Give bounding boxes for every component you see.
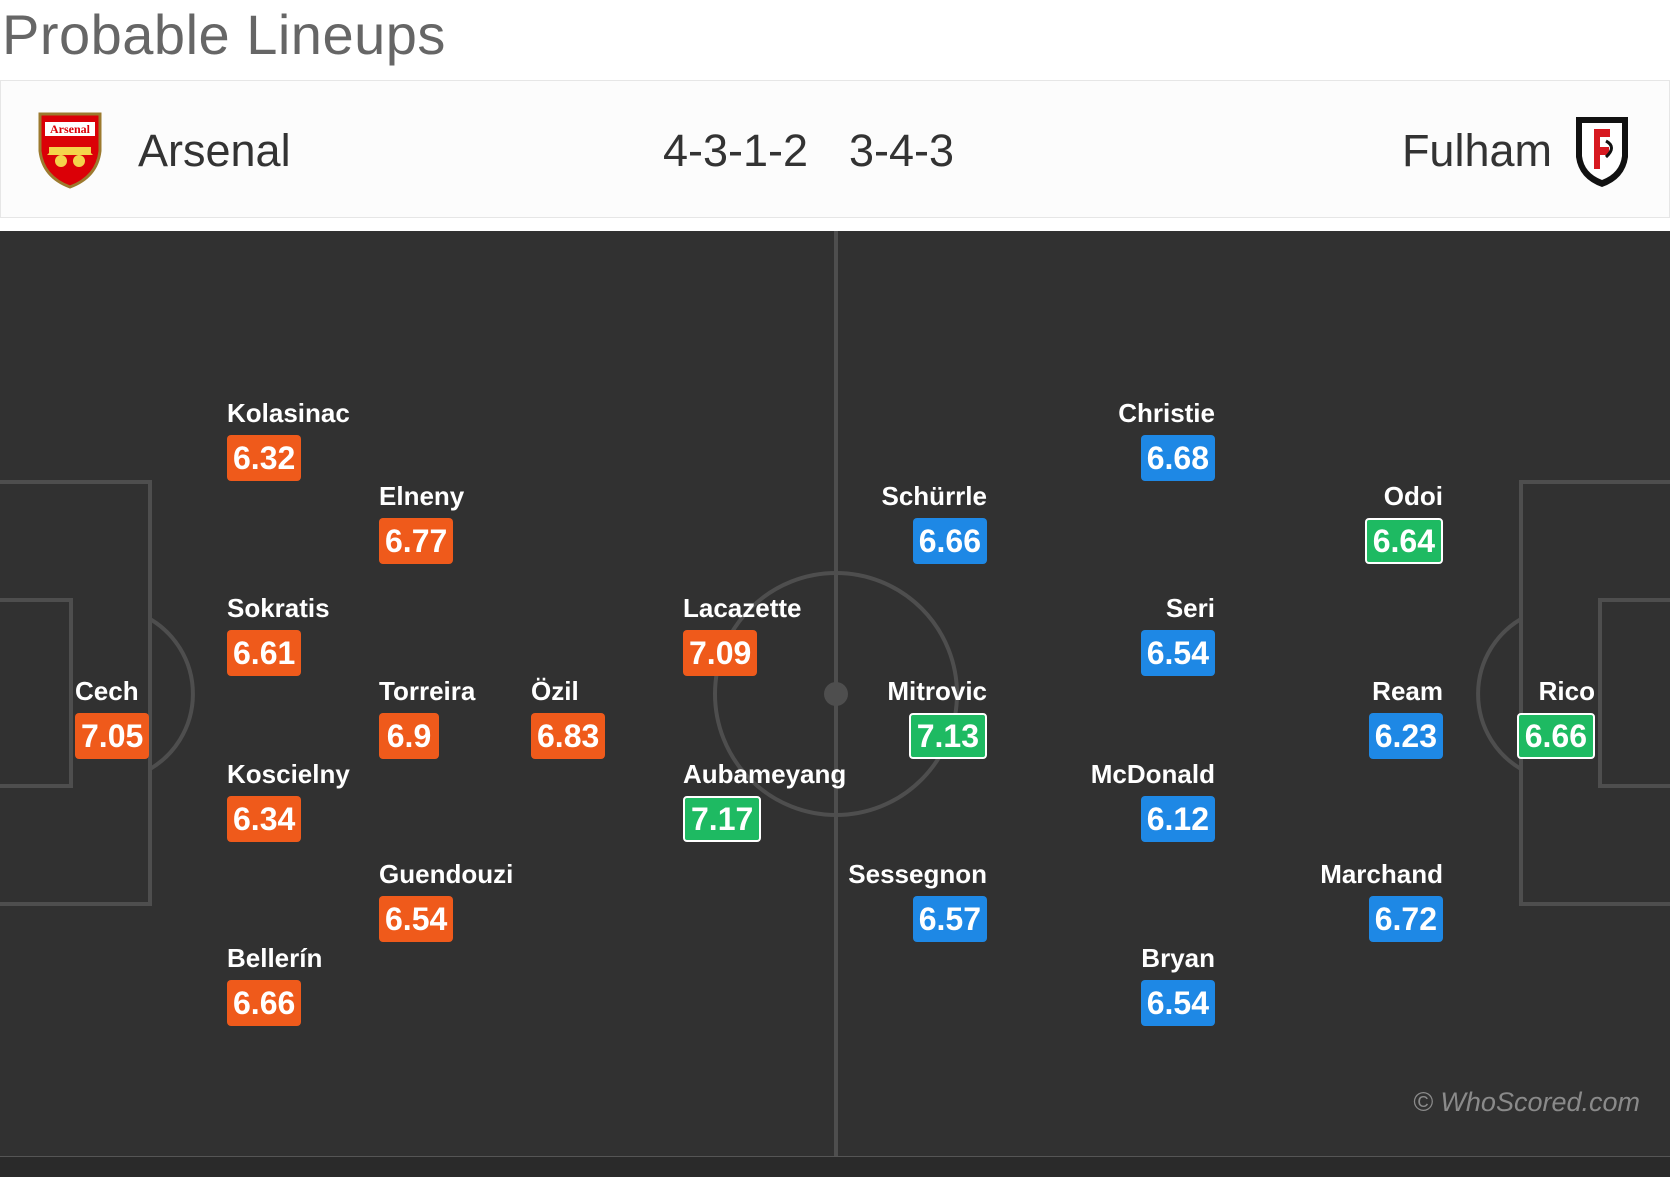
player-name: Aubameyang — [683, 759, 847, 789]
arsenal-crest-icon: Arsenal — [38, 112, 102, 189]
player-rating: 6.77 — [379, 518, 454, 564]
player-name: Kolasinac — [227, 398, 350, 428]
player-name: Ream — [1372, 676, 1443, 706]
player-name: Marchand — [1320, 859, 1443, 889]
player-rating: 6.54 — [1140, 980, 1215, 1026]
player-name: Odoi — [1383, 481, 1443, 511]
player-name: McDonald — [1090, 759, 1215, 789]
player-name: Koscielny — [227, 759, 350, 789]
player-rating: 6.34 — [227, 796, 302, 842]
player-name: Cech — [75, 676, 139, 706]
player-rating: 6.83 — [531, 713, 606, 759]
player-rating: 6.68 — [1140, 435, 1215, 481]
player-rating: 7.05 — [75, 713, 150, 759]
player-rating: 6.57 — [912, 896, 987, 942]
player-cech[interactable]: Cech 7.05 — [75, 676, 335, 759]
player-rating: 7.13 — [908, 713, 987, 759]
player-sokratis[interactable]: Sokratis 6.61 — [227, 593, 487, 676]
player-name: Sokratis — [227, 593, 330, 623]
player-rating: 6.54 — [379, 896, 454, 942]
player-rating: 6.32 — [227, 435, 302, 481]
player-rating: 6.66 — [912, 518, 987, 564]
player-name: Seri — [1165, 593, 1215, 623]
pitch: Cech 7.05 Kolasinac 6.32 Sokratis 6.61 K… — [0, 231, 1670, 1156]
player-rating: 6.72 — [1368, 896, 1443, 942]
player-guendouzi[interactable]: Guendouzi 6.54 — [379, 859, 639, 942]
away-formation: 3-4-3 — [849, 125, 955, 176]
away-team-name[interactable]: Fulham — [1401, 125, 1552, 176]
player-rating: 6.66 — [1516, 713, 1595, 759]
player-sessegnon[interactable]: Sessegnon 6.57 — [727, 859, 987, 942]
player-rating: 6.12 — [1140, 796, 1215, 842]
player-elneny[interactable]: Elneny 6.77 — [379, 481, 639, 564]
player-name: Bellerín — [227, 943, 323, 973]
player-rating: 6.23 — [1368, 713, 1443, 759]
player-rating: 7.09 — [683, 630, 758, 676]
player-christie[interactable]: Christie 6.68 — [955, 398, 1215, 481]
player-rating: 6.64 — [1364, 518, 1443, 564]
player-rico[interactable]: Rico 6.66 — [1335, 676, 1595, 759]
player-name: Özil — [531, 676, 579, 706]
bottom-bar — [0, 1156, 1670, 1177]
player-torreira[interactable]: Torreira 6.9 — [379, 676, 639, 759]
player-bellerin[interactable]: Bellerín 6.66 — [227, 943, 487, 1026]
player-rating: 6.61 — [227, 630, 302, 676]
pitch-lines — [0, 231, 1670, 1156]
player-rating: 7.17 — [683, 796, 762, 842]
player-name: Christie — [1118, 398, 1215, 428]
player-kolasinac[interactable]: Kolasinac 6.32 — [227, 398, 487, 481]
player-aubameyang[interactable]: Aubameyang 7.17 — [683, 759, 943, 842]
player-rating: 6.66 — [227, 980, 302, 1026]
player-name: Bryan — [1141, 943, 1215, 973]
player-name: Sessegnon — [848, 859, 987, 889]
player-rating: 6.9 — [379, 713, 439, 759]
player-bryan[interactable]: Bryan 6.54 — [955, 943, 1215, 1026]
home-team-name[interactable]: Arsenal — [138, 125, 291, 176]
player-name: Schürrle — [881, 481, 988, 511]
match-header: Arsenal Arsenal 4-3-1-2 3-4-3 Fulham — [0, 80, 1670, 218]
watermark: © WhoScored.com — [1413, 1087, 1640, 1117]
player-marchand[interactable]: Marchand 6.72 — [1183, 859, 1443, 942]
player-koscielny[interactable]: Koscielny 6.34 — [227, 759, 487, 842]
home-formation: 4-3-1-2 — [663, 125, 809, 176]
player-mitrovic[interactable]: Mitrovic 7.13 — [727, 676, 987, 759]
player-name: Guendouzi — [379, 859, 514, 889]
player-name: Mitrovic — [887, 676, 987, 706]
page-title: Probable Lineups — [2, 3, 446, 66]
player-ream[interactable]: Ream 6.23 — [1183, 676, 1443, 759]
player-name: Elneny — [379, 481, 465, 511]
player-lacazette[interactable]: Lacazette 7.09 — [683, 593, 943, 676]
svg-text:Arsenal: Arsenal — [50, 122, 91, 136]
player-name: Lacazette — [683, 593, 802, 623]
player-odoi[interactable]: Odoi 6.64 — [1183, 481, 1443, 564]
fulham-crest-icon — [1576, 117, 1628, 187]
player-ozil[interactable]: Özil 6.83 — [531, 676, 791, 759]
player-mcdonald[interactable]: McDonald 6.12 — [955, 759, 1215, 842]
player-name: Torreira — [379, 676, 476, 706]
player-seri[interactable]: Seri 6.54 — [955, 593, 1215, 676]
player-name: Rico — [1538, 676, 1595, 706]
player-schurrle[interactable]: Schürrle 6.66 — [727, 481, 987, 564]
player-rating: 6.54 — [1140, 630, 1215, 676]
